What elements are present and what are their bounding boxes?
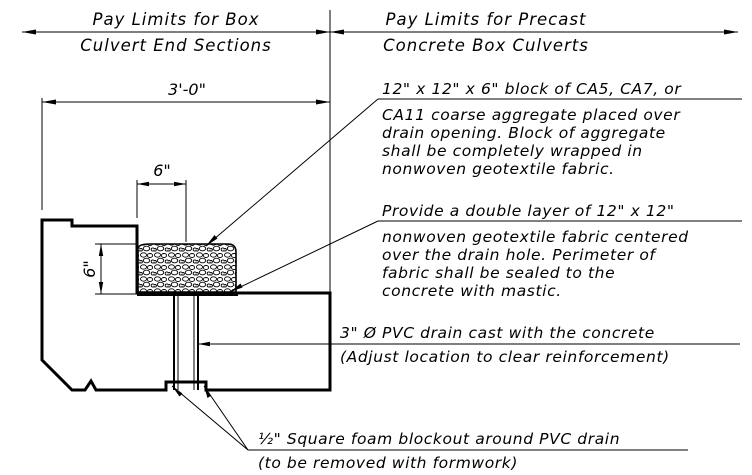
note-line: fabric shall be sealed to the	[382, 264, 615, 282]
note-line: nonwoven geotextile fabric centered	[382, 228, 689, 246]
leader-line	[229, 220, 379, 293]
arrow-left-icon	[330, 29, 344, 35]
arrow-left-icon	[137, 181, 149, 187]
arrow-left-icon	[42, 99, 56, 105]
leader-line	[171, 385, 249, 451]
overall-width-dimension: 3'-0"	[41, 80, 330, 210]
concrete-outline	[40, 218, 332, 392]
note-line: (to be removed with formwork)	[258, 454, 518, 472]
note-line: concrete with mastic.	[382, 282, 562, 300]
block-width-dimension: 6"	[136, 161, 187, 242]
pay-limits-header: Pay Limits for Box Culvert End Sections …	[22, 10, 738, 292]
arrow-icon	[172, 386, 183, 397]
note-line: 3" Ø PVC drain cast with the concrete	[340, 324, 655, 342]
arrow-up-icon	[98, 244, 104, 256]
block-height-label: 6"	[80, 260, 99, 278]
arrow-down-icon	[98, 282, 104, 294]
arrow-icon	[198, 341, 210, 347]
arrow-right-icon	[316, 99, 330, 105]
note-line: shall be completely wrapped in	[382, 142, 643, 160]
arrow-right-icon	[316, 29, 330, 35]
note-line: ½" Square foam blockout around PVC drain	[258, 430, 620, 448]
block-height-dimension: 6"	[80, 243, 137, 295]
left-pay-limit-line1: Pay Limits for Box	[93, 10, 260, 29]
right-pay-limit-line1: Pay Limits for Precast	[386, 10, 587, 29]
foam-blockout-note: ½" Square foam blockout around PVC drain…	[171, 385, 688, 472]
note-line: 12" x 12" x 6" block of CA5, CA7, or	[382, 80, 682, 98]
pvc-drain-note: 3" Ø PVC drain cast with the concrete (A…	[198, 324, 740, 366]
leader-line	[203, 385, 249, 451]
note-line: nonwoven geotextile fabric.	[382, 160, 615, 178]
right-pay-limit-line2: Concrete Box Culverts	[383, 36, 589, 55]
note-line: (Adjust location to clear reinforcement)	[340, 348, 670, 366]
leader-line	[205, 98, 379, 247]
note-line: CA11 coarse aggregate placed over	[382, 106, 681, 124]
left-pay-limit-line2: Culvert End Sections	[80, 36, 271, 55]
arrow-icon	[204, 386, 211, 398]
note-line: over the drain hole. Perimeter of	[382, 246, 657, 264]
note-line: drain opening. Block of aggregate	[382, 124, 666, 142]
geotextile-note: Provide a double layer of 12" x 12" nonw…	[229, 202, 742, 300]
aggregate-block	[137, 243, 238, 296]
aggregate-block-shape	[137, 243, 237, 293]
concrete-section	[40, 218, 332, 392]
arrow-left-icon	[22, 29, 36, 35]
arrow-right-icon	[724, 29, 738, 35]
arrow-icon	[230, 283, 243, 292]
note-line: Provide a double layer of 12" x 12"	[382, 202, 675, 220]
arrow-right-icon	[174, 181, 186, 187]
block-width-label: 6"	[153, 161, 171, 180]
arrow-icon	[206, 235, 218, 246]
overall-width-label: 3'-0"	[168, 80, 206, 99]
aggregate-block-note: 12" x 12" x 6" block of CA5, CA7, or CA1…	[205, 80, 742, 247]
